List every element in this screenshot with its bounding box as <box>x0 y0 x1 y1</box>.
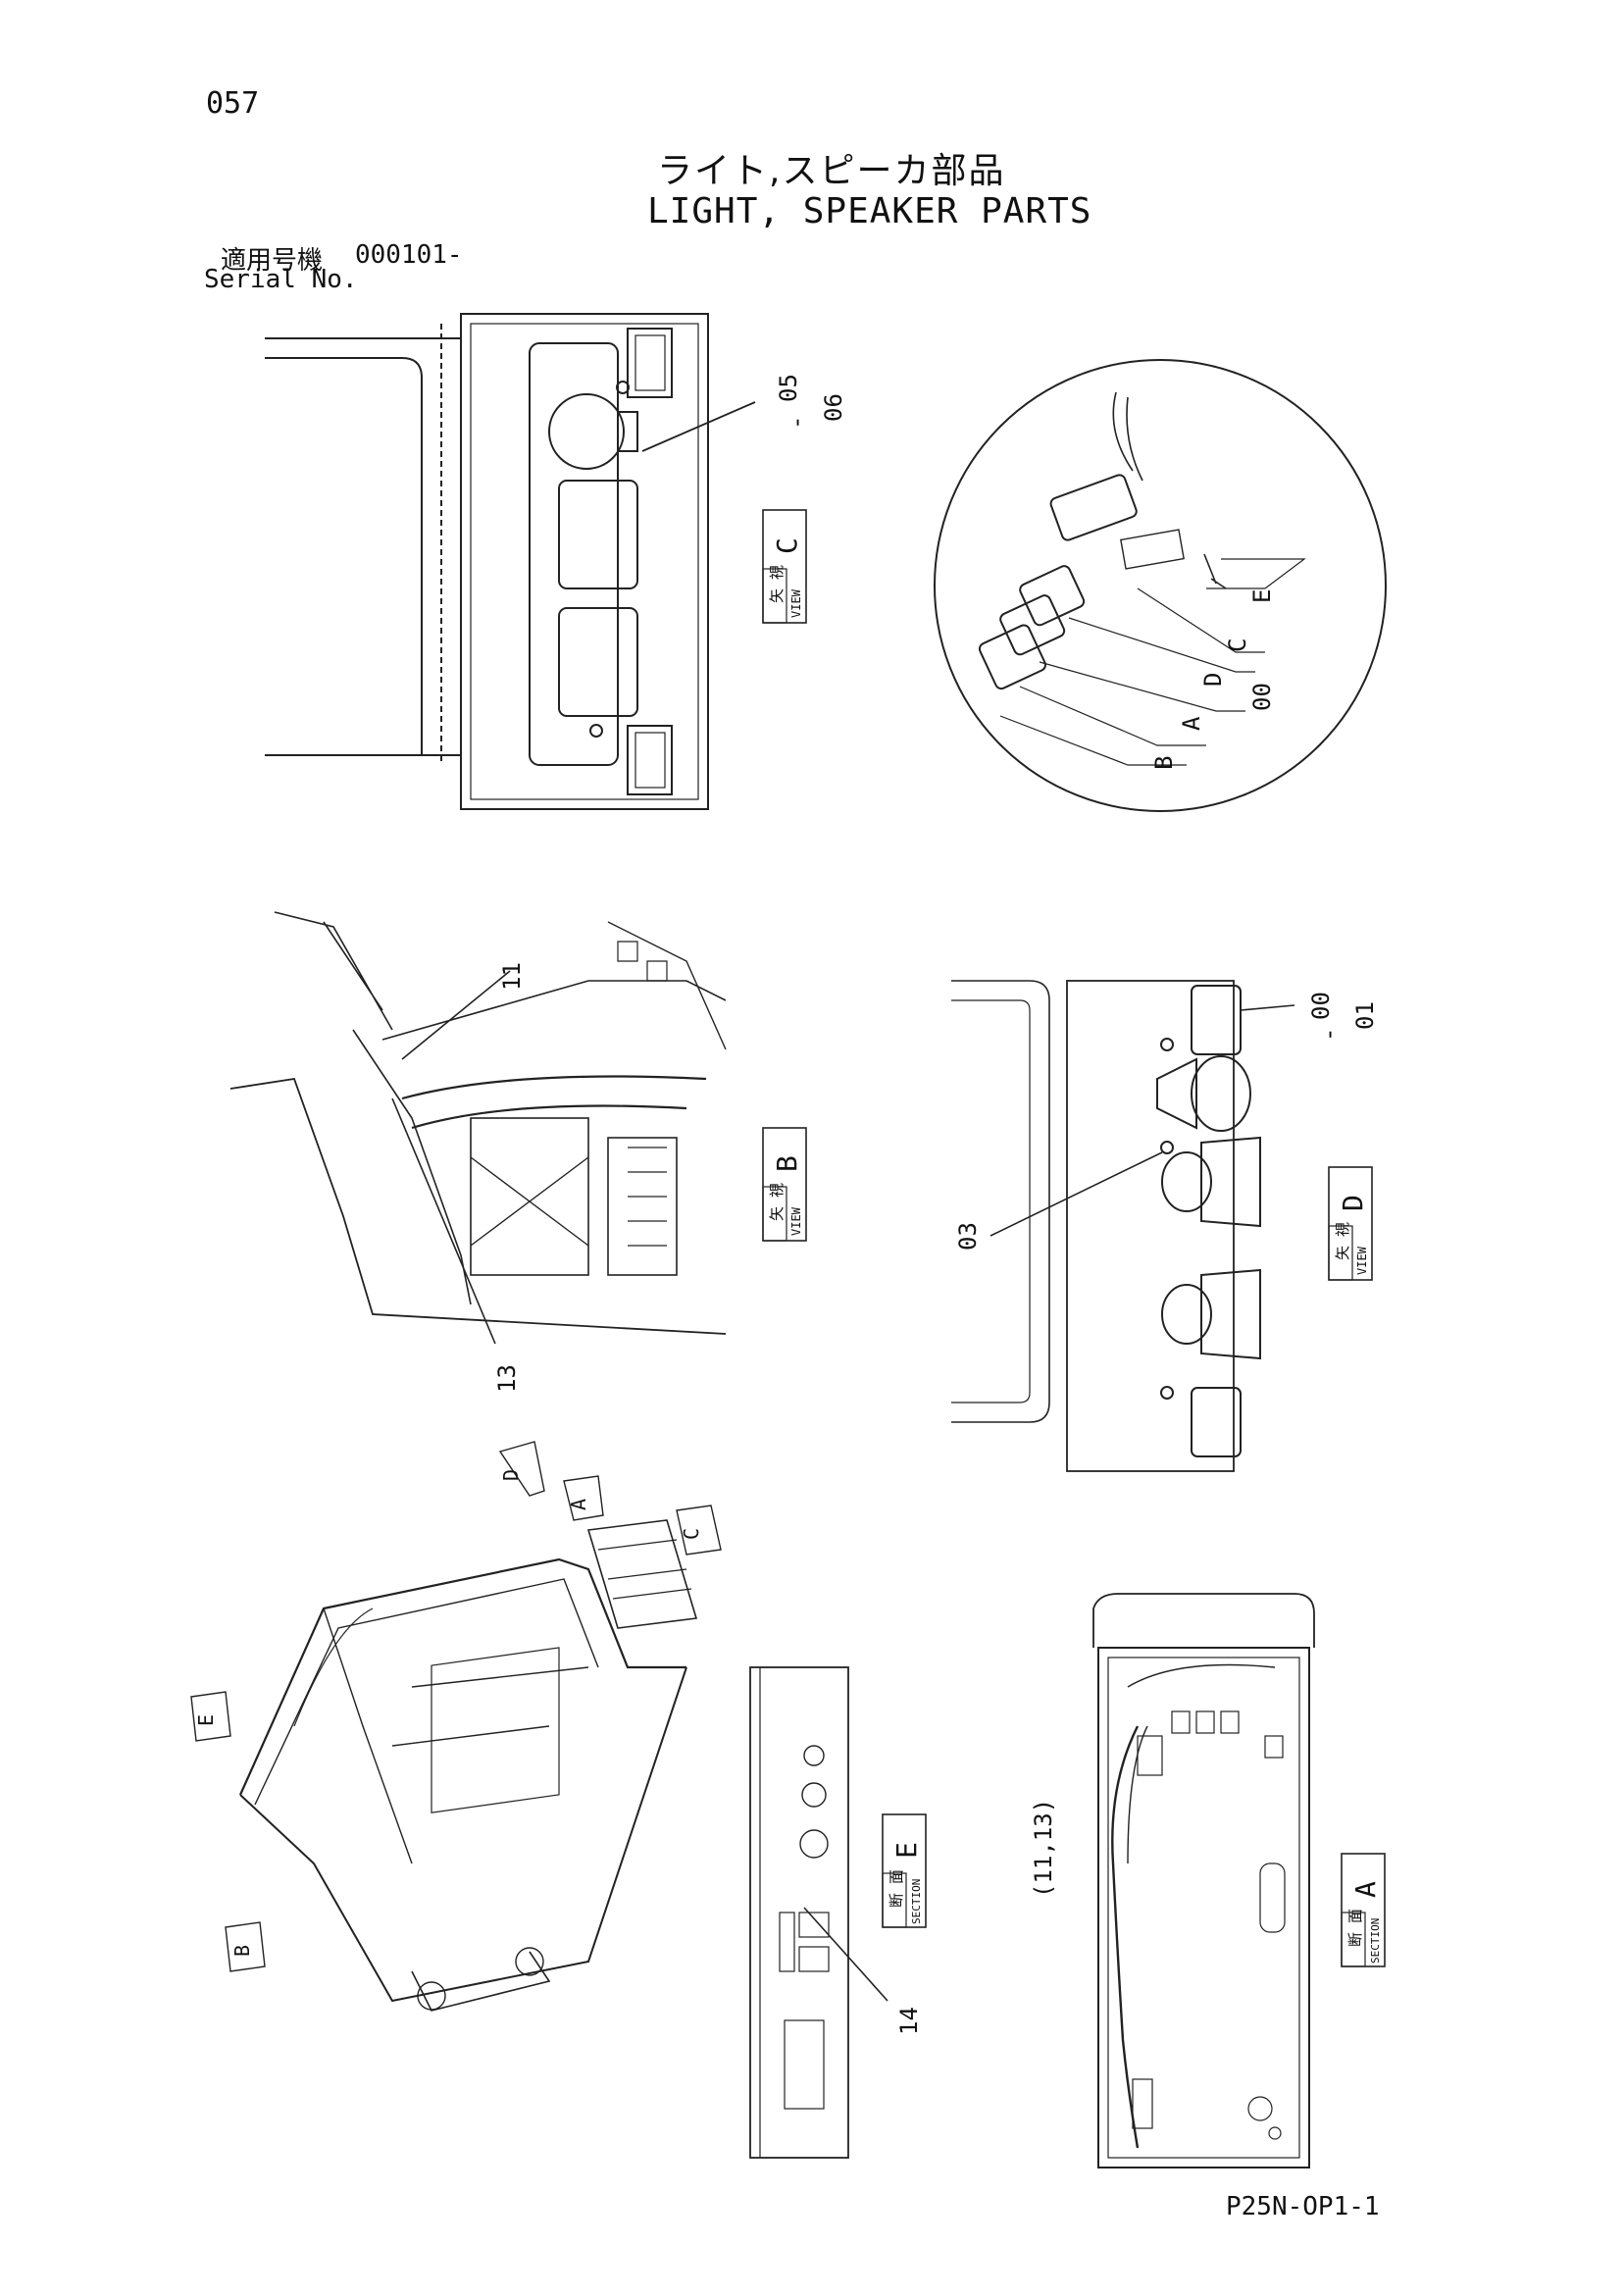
view-d-letter: D <box>1337 1195 1369 1211</box>
view-b-label-box: 矢 視 VIEW B <box>762 1127 807 1242</box>
view-d-callout-01: 01 <box>1351 1001 1379 1030</box>
section-e-label-jp: 断 面 <box>888 1869 905 1908</box>
view-c-label-box: 矢 視 VIEW C <box>762 509 807 624</box>
section-e-drawing <box>749 1666 888 2159</box>
view-b-callout-11: 11 <box>498 962 526 991</box>
detail-label-c: C <box>1224 638 1251 652</box>
serial-label-japanese: 適用号機 <box>221 246 324 276</box>
view-c-callout-dash: - <box>783 416 810 430</box>
view-c-drawing <box>265 313 756 810</box>
view-d-label-jp: 矢 視 <box>1334 1222 1351 1260</box>
view-d-callouts: 03 00 - 01 <box>954 992 1379 1250</box>
isometric-cab <box>238 1519 698 2012</box>
detail-label-b: B <box>1150 756 1178 770</box>
view-d-drawing <box>951 980 1295 1472</box>
view-b-letter: B <box>771 1155 803 1172</box>
arrow-d-label: D <box>499 1469 523 1481</box>
section-a-callout: (11,13) <box>1030 1799 1057 1898</box>
view-d-callout-03: 03 <box>954 1222 982 1250</box>
view-c-callout-06: 06 <box>820 393 847 422</box>
view-d-callout-dash: - <box>1315 1028 1343 1042</box>
view-b-callout-13: 13 <box>493 1364 521 1393</box>
view-c-callout: 05 - 06 <box>775 374 847 430</box>
detail-circle-labels: E C D 00 A B <box>1150 589 1276 770</box>
section-a-label-en: SECTION <box>1369 1918 1382 1964</box>
view-d-label-en: VIEW <box>1355 1246 1369 1275</box>
arrow-b-label: B <box>230 1945 254 1957</box>
view-d-callout-00: 00 <box>1307 992 1335 1020</box>
view-b-callouts: 11 13 <box>493 962 526 1393</box>
section-a-drawing <box>1092 1593 1315 2168</box>
view-c-letter: C <box>771 537 803 554</box>
section-e-letter: E <box>890 1842 923 1859</box>
view-b-label-jp: 矢 視 <box>768 1183 786 1221</box>
view-b-drawing <box>229 911 727 1345</box>
title-english: LIGHT, SPEAKER PARTS <box>647 191 1092 231</box>
section-a-label-box: 断 面 SECTION A <box>1341 1853 1386 1967</box>
view-c-label-jp: 矢 視 <box>768 565 786 603</box>
section-e-callout: 14 <box>895 2007 923 2035</box>
title-japanese: ライト,スピーカ部品 <box>657 151 1006 191</box>
arrow-c-label: C <box>680 1528 703 1540</box>
section-e-label-box: 断 面 SECTION E <box>882 1813 927 1928</box>
section-e-callout-14: 14 <box>895 2007 923 2035</box>
view-b-label-en: VIEW <box>789 1206 803 1236</box>
view-c-callout-05: 05 <box>775 374 802 402</box>
serial-value: 000101- <box>355 240 463 270</box>
footer-code: P25N-OP1-1 <box>1226 2192 1380 2221</box>
serial-label-english: Serial No. <box>204 265 358 294</box>
detail-label-00: 00 <box>1248 683 1276 711</box>
detail-label-d: D <box>1199 673 1227 687</box>
section-e-label-en: SECTION <box>910 1879 923 1924</box>
view-c-label-en: VIEW <box>789 588 803 618</box>
section-a-letter: A <box>1349 1881 1382 1898</box>
detail-label-a: A <box>1178 716 1205 731</box>
arrow-e-label: E <box>194 1714 218 1726</box>
section-a-callout-11-13: (11,13) <box>1030 1799 1057 1898</box>
detail-circle <box>934 359 1387 812</box>
isometric-arrows: D A C E B <box>190 1441 722 1972</box>
page-number: 057 <box>206 86 260 121</box>
view-d-label-box: 矢 視 VIEW D <box>1328 1166 1373 1281</box>
detail-label-e: E <box>1248 589 1276 603</box>
arrow-a-label: A <box>567 1499 590 1510</box>
section-a-label-jp: 断 面 <box>1346 1909 1364 1947</box>
